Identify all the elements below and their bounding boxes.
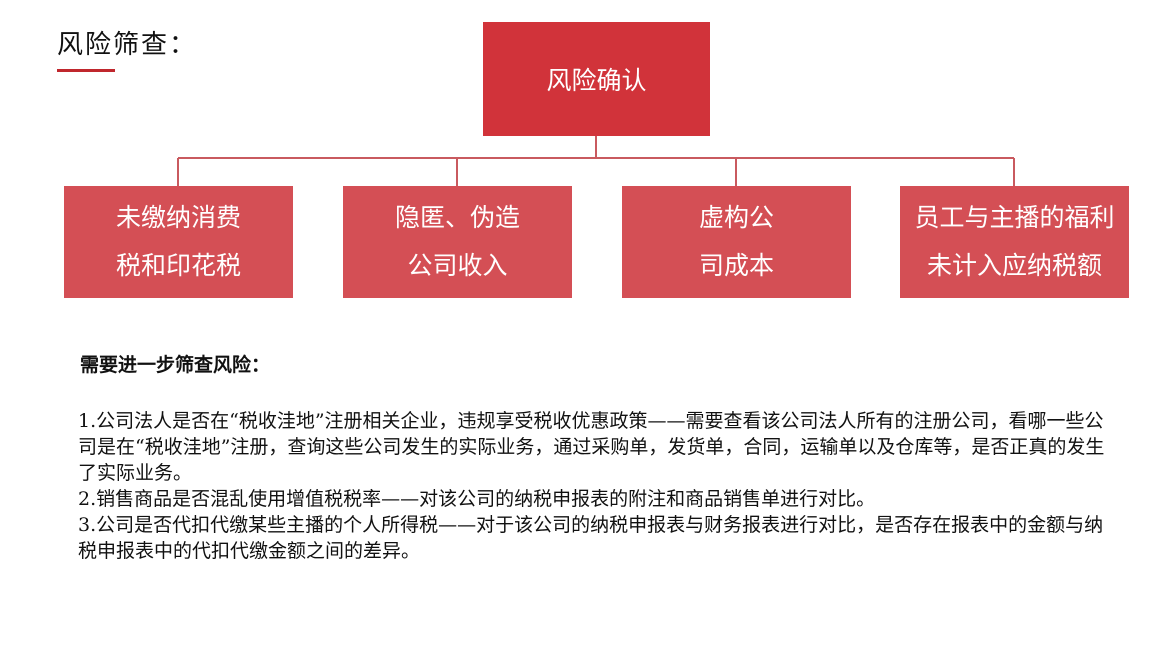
child-node-line: 未缴纳消费 (115, 203, 241, 232)
child-node-benefits-not-taxed: 员工与主播的福利 未计入应纳税额 (900, 186, 1129, 298)
child-node-line: 未计入应纳税额 (926, 251, 1102, 280)
child-node-line: 司成本 (698, 251, 774, 280)
notes-list: 1.公司法人是否在“税收洼地”注册相关企业，违规享受税收优惠政策——需要查看该公… (78, 408, 1118, 564)
child-node-concealed-income: 隐匿、伪造 公司收入 (343, 186, 572, 298)
notes-item: 1.公司法人是否在“税收洼地”注册相关企业，违规享受税收优惠政策——需要查看该公… (78, 410, 1105, 484)
notes-heading: 需要进一步筛查风险： (80, 354, 271, 376)
child-node-line: 公司收入 (407, 251, 508, 280)
child-node-line: 虚构公 (698, 203, 774, 232)
child-node-line: 员工与主播的福利 (914, 203, 1115, 232)
child-node-unpaid-consumption-tax: 未缴纳消费 税和印花税 (64, 186, 293, 298)
title-underline (57, 69, 115, 72)
root-node-risk-confirmation: 风险确认 (483, 22, 710, 136)
notes-item: 2.销售商品是否混乱使用增值税税率——对该公司的纳税申报表的附注和商品销售单进行… (78, 488, 876, 510)
root-node-label: 风险确认 (546, 66, 647, 95)
child-node-line: 税和印花税 (115, 251, 241, 280)
page-title: 风险筛查： (57, 30, 198, 60)
child-node-fictitious-costs: 虚构公 司成本 (622, 186, 851, 298)
child-node-line: 隐匿、伪造 (394, 203, 520, 232)
notes-item: 3.公司是否代扣代缴某些主播的个人所得税——对于该公司的纳税申报表与财务报表进行… (78, 514, 1104, 562)
